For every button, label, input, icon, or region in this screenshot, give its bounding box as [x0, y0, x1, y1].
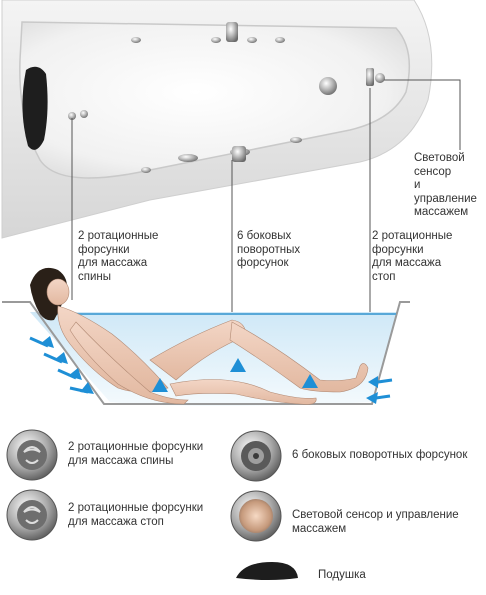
- pillow-icon: [236, 562, 298, 580]
- light-sensor-icon: [230, 490, 282, 542]
- legend-text-foot-jets: 2 ротационные форсунки для массажа стоп: [68, 502, 204, 528]
- callout-sensor: Световой сенсор и управление массажем: [414, 152, 477, 218]
- jet-arrows: [29, 336, 393, 404]
- legend-text-pillow: Подушка: [318, 569, 366, 581]
- legend-text-side-jets: 6 боковых поворотных форсунок: [292, 449, 468, 461]
- legend-text-back-jets: 2 ротационные форсунки для массажа спины: [68, 441, 204, 467]
- rotary-jet-icon: [6, 429, 58, 481]
- person: [30, 267, 369, 405]
- rotary-jet-icon: [6, 489, 58, 541]
- pillow: [22, 66, 48, 150]
- callout-foot-jets: 2 ротационные форсунки для массажа стоп: [372, 230, 453, 283]
- tub-jets: [68, 22, 385, 173]
- bath-cross-section: [2, 267, 410, 406]
- side-jet-icon: [230, 430, 282, 482]
- tub-outline: [2, 301, 410, 405]
- bathtub-illustration: [1, 0, 433, 239]
- callout-side-jets: 6 боковых поворотных форсунок: [237, 230, 301, 269]
- legend-icons: [6, 429, 298, 580]
- callout-back-jets: 2 ротационные форсунки для массажа спины: [78, 230, 159, 283]
- legend-text-sensor: Световой сенсор и управление массажем: [292, 509, 459, 535]
